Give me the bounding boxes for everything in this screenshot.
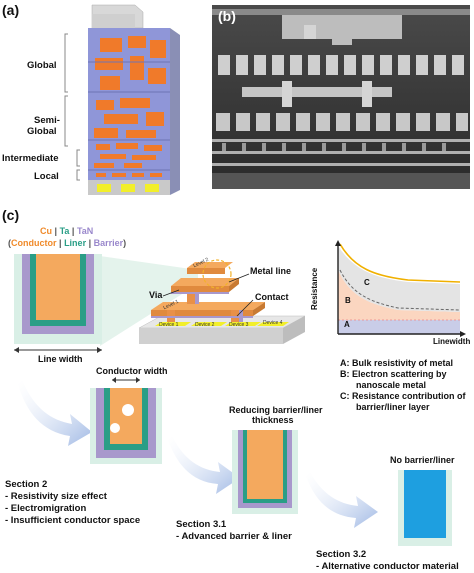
label-local: Local [34,171,59,182]
label-global: Global [27,60,57,71]
interconnect-stack-illustration [64,4,180,195]
resistance-linewidth-plot [335,240,466,337]
region-c-label: C [364,278,370,287]
legend-b2: nanoscale metal [356,380,427,390]
device1-label: Device 1 [159,322,179,328]
panel-a-label: (a) [2,2,20,18]
scattering-curve [339,269,461,311]
trench-cross-section-4 [398,470,452,546]
via-label: Via [149,290,163,300]
trench-cross-section-large [14,254,198,353]
legend-b1: B: Electron scattering by [340,369,447,379]
arrow-2 [168,436,240,494]
section2-item-2: - Electromigration [5,503,87,514]
sem-micrograph [212,5,470,189]
no-barrier-label: No barrier/liner [390,455,455,465]
tan-text: TaN [76,226,94,236]
legend-c1: C: Resistance contribution of [340,391,466,401]
legend-c2: barrier/liner layer [356,402,430,412]
ta-text: Ta [59,226,70,236]
section2-item-3: - Insufficient conductor space [5,515,141,526]
trench-cross-section-2 [90,377,162,464]
trench-cross-section-3 [232,430,298,514]
resistance-axis-label: Resistance [310,267,319,310]
material-legend-row2: (Conductor | Liner | Barrier) [8,238,127,248]
progression-arrows [18,380,378,528]
barrier-text: Barrier [93,238,124,248]
label-intermediate: Intermediate [2,153,59,164]
region-a-label: A [344,320,350,329]
reducing-label-2: thickness [252,415,294,425]
arrow-3 [306,472,378,528]
section2-item-1: - Resistivity size effect [5,491,107,502]
conductor-width-label: Conductor width [96,366,168,376]
total-resistance-curve [339,243,461,283]
section32-item: - Alternative conductor material [316,561,459,572]
reducing-label-1: Reducing barrier/liner [229,405,323,415]
arrow-1 [18,380,92,446]
section2-title: Section 2 [5,479,48,490]
panel-c-label: (c) [2,207,20,223]
conductor-text: Conductor [11,238,57,248]
material-legend-row1: Cu | Ta | TaN [40,226,94,236]
section32-title: Section 3.2 [316,549,367,560]
line-width-label: Line width [38,354,83,364]
liner-text: Liner [64,238,87,248]
device4-label: Device 4 [263,320,283,326]
panel-b-label: (b) [218,8,236,24]
device2-label: Device 2 [195,322,215,328]
label-semi-global-1: Semi- [34,115,60,126]
label-semi-global-2: Global [27,126,57,137]
contact-label: Contact [255,292,289,302]
device3-label: Device 3 [229,322,249,328]
interconnect-3d-illustration [138,259,306,344]
cu-text: Cu [40,226,52,236]
metal-line-label: Metal line [250,266,292,276]
legend-a: A: Bulk resistivity of metal [340,358,454,368]
section31-title: Section 3.1 [176,519,227,530]
section31-item: - Advanced barrier & liner [176,531,292,542]
linewidth-axis-label: Linewidth [433,337,471,346]
region-b-label: B [345,296,351,305]
